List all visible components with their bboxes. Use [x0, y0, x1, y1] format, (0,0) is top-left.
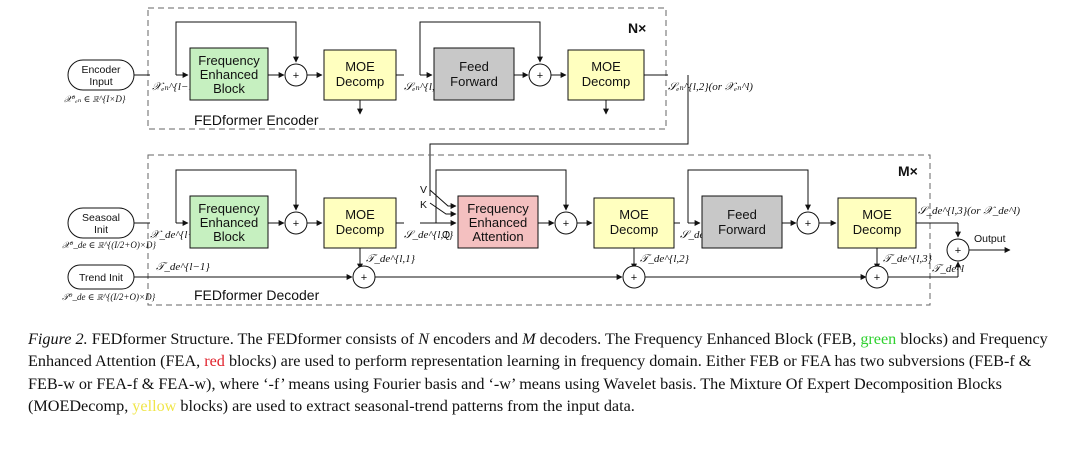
decoder-feb-label-1: Frequency [198, 201, 260, 216]
fea-v-label: V [420, 184, 427, 196]
decoder-s1: 𝒮_de^{l,1} [404, 229, 454, 241]
decoder-add-3-plus: + [805, 218, 811, 230]
seasonal-init-label-1: Seasoal [82, 212, 120, 224]
caption-fig-label: Figure 2. [28, 330, 88, 348]
decoder-add-1-plus: + [293, 218, 299, 230]
encoder-repeat-label: N× [628, 20, 646, 36]
encoder-feb-label-3: Block [213, 81, 245, 96]
fedformer-diagram: N× FEDformer Encoder Encoder Input 𝒳⁰ₑₙ … [62, 7, 1020, 306]
caption-m: M [522, 330, 536, 348]
decoder-fea-label-3: Attention [472, 229, 523, 244]
encoder-s2: 𝒮ₑₙ^{l,2}(or 𝒳ₑₙ^l) [668, 81, 753, 93]
encoder-moe1-label-2: Decomp [336, 74, 384, 89]
encoder-ff-label-1: Feed [459, 59, 489, 74]
encoder-title: FEDformer Encoder [194, 112, 319, 128]
encoder-input-label-2: Input [89, 76, 112, 88]
encoder-feb-label-1: Frequency [198, 53, 260, 68]
decoder-moe-block-1 [323, 197, 397, 249]
encoder-add-1-plus: + [293, 70, 299, 82]
decoder-feb-label-2: Enhanced [200, 215, 259, 230]
decoder-t1: 𝒯_de^{l,1} [366, 253, 416, 265]
trend-init-label: Trend Init [79, 272, 123, 284]
caption-n: N [418, 330, 430, 348]
decoder-t3: 𝒯_de^{l,3} [883, 253, 933, 265]
trend-init-dim: 𝒯⁰_de ∈ ℝ^{(I/2+O)×D} [62, 292, 156, 302]
caption-text-3: decoders. The Frequency Enhanced Block (… [535, 330, 861, 348]
decoder-feb-block [189, 195, 269, 249]
decoder-repeat-label: M× [898, 163, 918, 179]
encoder-moe1-label-1: MOE [345, 59, 375, 74]
caption-green: green [860, 330, 897, 348]
decoder-moe1-label-1: MOE [345, 207, 375, 222]
caption-text-5: blocks) are used to perform representati… [28, 352, 1032, 415]
caption-text-6: blocks) are used to extract seasonal-tre… [176, 396, 635, 415]
decoder-moe1-label-2: Decomp [336, 222, 384, 237]
seasonal-init-label-2: Init [94, 224, 108, 236]
encoder-input-dim: 𝒳⁰ₑₙ ∈ ℝ^{I×D} [64, 94, 126, 104]
trend-add-2-plus: + [631, 272, 637, 284]
decoder-moe2-label-1: MOE [619, 207, 649, 222]
decoder-frame [147, 154, 931, 306]
encoder-ff-label-2: Forward [450, 74, 498, 89]
encoder-input-label-1: Encoder [81, 64, 121, 76]
decoder-title: FEDformer Decoder [194, 287, 320, 303]
encoder-feb-label-2: Enhanced [200, 67, 259, 82]
decoder-ff-block [701, 195, 783, 249]
encoder-feb-block [189, 47, 269, 101]
encoder-ff-block [433, 47, 515, 101]
seasonal-init-dim: 𝒳⁰_de ∈ ℝ^{(I/2+O)×D} [62, 240, 156, 250]
caption-text-2: encoders and [429, 330, 523, 348]
encoder-x-in: 𝒳ₑₙ^{l−1} [152, 81, 199, 93]
decoder-fea-label-1: Frequency [467, 201, 529, 216]
decoder-ff-label-1: Feed [727, 207, 757, 222]
trend-add-3-plus: + [874, 272, 880, 284]
decoder-ff-label-2: Forward [718, 222, 766, 237]
encoder-moe2-label-1: MOE [591, 59, 621, 74]
output-add-plus: + [955, 245, 961, 257]
decoder-moe3-label-2: Decomp [853, 222, 901, 237]
caption-text-1: FEDformer Structure. The FEDformer consi… [87, 330, 419, 348]
caption-red: red [204, 352, 225, 371]
decoder-t-out: 𝒯_de^l [932, 263, 964, 275]
fea-k-label: K [420, 199, 427, 211]
decoder-feb-label-3: Block [213, 229, 245, 244]
decoder-moe-block-2 [593, 197, 675, 249]
output-label: Output [974, 233, 1006, 245]
decoder-t-in: 𝒯_de^{l−1} [156, 261, 210, 273]
encoder-moe2-label-2: Decomp [582, 74, 630, 89]
encoder-add-2-plus: + [537, 70, 543, 82]
decoder-fea-block [457, 195, 539, 249]
decoder-s3: 𝒮_de^{l,3}(or 𝒳_de^l) [918, 205, 1020, 217]
decoder-moe2-label-2: Decomp [610, 222, 658, 237]
decoder-moe3-label-1: MOE [862, 207, 892, 222]
fea-q-label: Q [442, 229, 450, 241]
decoder-fea-label-2: Enhanced [469, 215, 528, 230]
decoder-t2: 𝒯_de^{l,2} [640, 253, 690, 265]
caption-yellow: yellow [132, 396, 177, 415]
figure-caption: Figure 2. FEDformer Structure. The FEDfo… [28, 328, 1052, 417]
trend-add-1-plus: + [361, 272, 367, 284]
decoder-add-2-plus: + [563, 218, 569, 230]
caption-text-4: blocks) and Frequency Enhanced Attention… [28, 330, 1048, 371]
